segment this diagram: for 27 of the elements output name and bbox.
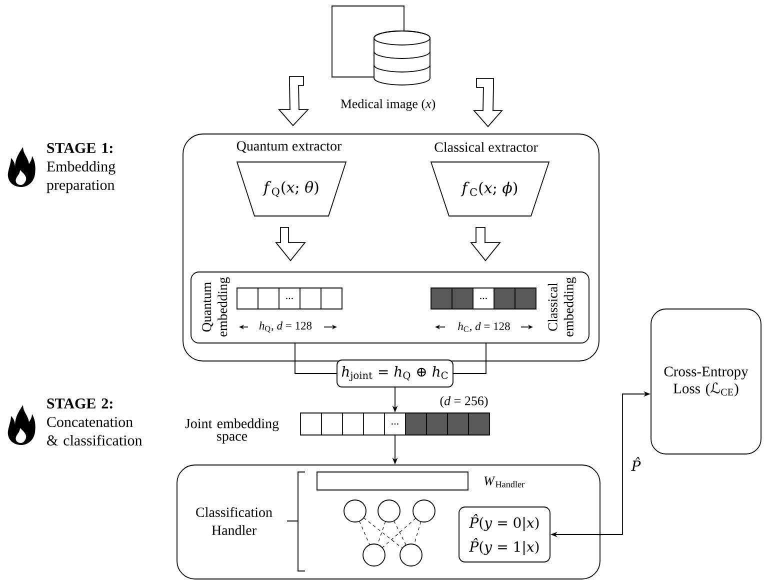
loss-box: Cross-Entropy Loss (ℒ$_{CE}$) [650,308,762,454]
formula-box: h$_{joint}$ = h$_{Q}$ ⊕ h$_{C}$ [336,360,454,388]
block-arrow [278,76,310,126]
dimension-label: h$_{C}$, d = 128 [458,322,510,332]
stage-label: STAGE 2: Concatenation & classification [47,398,142,446]
weight-label: W$_{Handler}$ [484,476,524,488]
dimension-label: h$_{Q}$, d = 128 [259,321,312,333]
connector-line [294,343,337,374]
image-caption: Medical image (x) [340,99,436,111]
block-arrow [473,78,503,128]
vector-cells: ... [236,288,342,310]
edge-label: P̂ [630,456,642,472]
output-box: P̂(y = 0|x) P̂(y = 1|x) [458,506,550,562]
heading: Classical extractor [434,142,538,152]
block-arrow [470,227,501,262]
heading: Quantum extractor [236,141,342,153]
vector-cells: ... [430,288,536,310]
rotated-heading: Quantum embedding [202,277,230,336]
rotated-heading: Classical embedding [548,277,576,336]
vector-cells: ... [300,412,490,436]
stage-label: STAGE 1: Embedding preparation [46,142,116,194]
row-heading: Joint embedding space [185,418,279,444]
connector-line [453,343,486,374]
dimension-label: (d = 256) [440,396,488,408]
rounded-panel [182,134,600,362]
block-arrow [275,227,306,262]
rounded-panel [190,272,590,344]
